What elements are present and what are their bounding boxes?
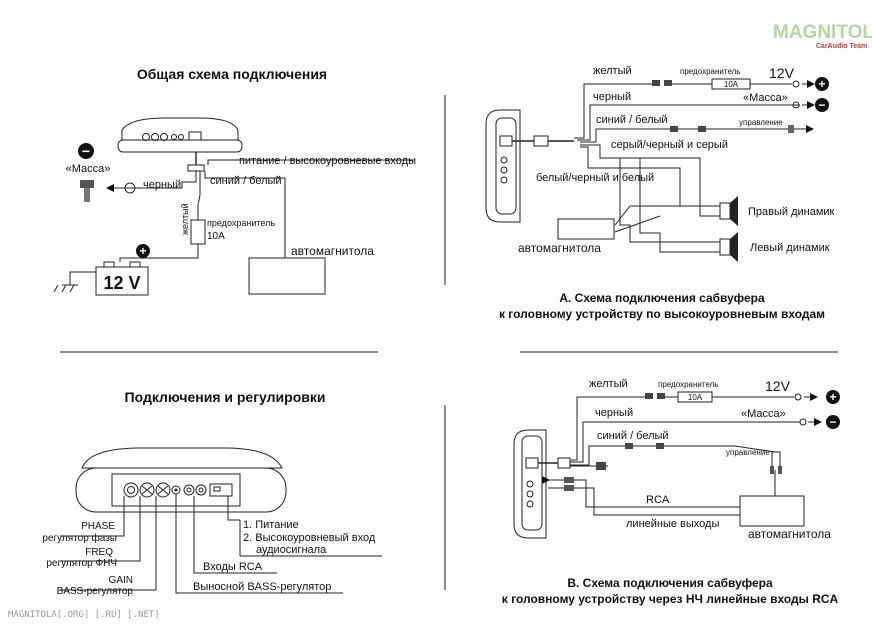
head-unit-b bbox=[739, 495, 805, 527]
ctrl-power-3: аудиосигнала bbox=[256, 544, 327, 556]
speaker-right-icon bbox=[719, 196, 738, 226]
a-white: белый/черный и белый bbox=[536, 172, 654, 184]
ring-terminal-icon bbox=[124, 182, 136, 194]
ctrl-gain-ru: BASS-регулятор bbox=[57, 586, 134, 597]
b-fuse: предохранитель bbox=[658, 380, 718, 389]
amp-scheme-a bbox=[485, 109, 521, 223]
a-black: черный bbox=[593, 91, 631, 103]
svg-text:+: + bbox=[818, 77, 825, 91]
svg-text:−: − bbox=[82, 143, 90, 159]
connector bbox=[187, 164, 205, 172]
a-control: управление bbox=[739, 118, 783, 127]
a-ground: «Масса» bbox=[743, 92, 788, 104]
b-minus-icon bbox=[826, 415, 840, 429]
b-rca: RCA bbox=[646, 494, 670, 506]
b-yellow: желтый bbox=[589, 378, 628, 390]
ctrl-phase-ru: регулятор фазы bbox=[42, 532, 117, 544]
general-yellow: желтый bbox=[180, 203, 190, 235]
a-plus-icon bbox=[815, 77, 829, 91]
ctrl-gain: GAIN bbox=[109, 575, 133, 586]
ctrl-remote-bass: Выносной BASS-регулятор bbox=[193, 581, 331, 593]
svg-text:+: + bbox=[829, 390, 836, 404]
svg-text:−: − bbox=[829, 415, 836, 429]
a-minus-icon bbox=[815, 98, 829, 112]
ctrl-rca-inputs: Входы RCA bbox=[203, 561, 263, 573]
general-head-unit: автомагнитола bbox=[291, 244, 374, 258]
fuse-general bbox=[190, 219, 206, 245]
general-blue-white: синий / белый bbox=[210, 175, 282, 187]
ctrl-power-1: 1. Питание bbox=[243, 519, 299, 531]
watermark: MAGNITOLA[.ORG] [.RU] [.NET] bbox=[8, 610, 160, 620]
a-12v: 12V bbox=[769, 65, 795, 81]
ctrl-freq: FREQ bbox=[85, 547, 113, 558]
b-ground: «Масса» bbox=[741, 408, 786, 420]
chassis-ground-icon bbox=[53, 284, 78, 293]
b-12v: 12V bbox=[765, 378, 791, 394]
b-line-out: линейные выходы bbox=[626, 518, 719, 530]
a-caption-2: к головному устройству по высокоуровневы… bbox=[499, 307, 825, 321]
a-fuse-value: 10А bbox=[724, 80, 739, 89]
a-yellow: желтый bbox=[593, 65, 632, 77]
svg-text:−: − bbox=[818, 98, 825, 112]
general-ground-label: «Масса» bbox=[66, 163, 111, 175]
bolt-icon bbox=[80, 180, 94, 202]
a-right-speaker: Правый динамик bbox=[748, 206, 835, 218]
brand-sub: CarAudio Team bbox=[816, 43, 867, 50]
battery-label: 12 V bbox=[103, 273, 140, 293]
amp-top-left bbox=[117, 117, 243, 153]
speaker-left-icon bbox=[719, 232, 738, 262]
svg-text:+: + bbox=[139, 244, 146, 258]
battery bbox=[95, 266, 149, 296]
a-fuse: предохранитель bbox=[680, 67, 740, 76]
general-fuse-value: 10А bbox=[207, 231, 225, 242]
brand-logo: MAGNITOLA bbox=[773, 22, 872, 43]
b-black: черный bbox=[595, 407, 633, 419]
b-control: управление bbox=[726, 448, 770, 457]
ctrl-freq-ru: регулятор ФНЧ bbox=[46, 558, 117, 569]
general-fuse: предохранитель bbox=[207, 218, 275, 228]
a-caption-1: А. Схема подключения сабвуфера bbox=[559, 291, 765, 305]
ctrl-power-2: 2. Высокоуровневый вход bbox=[243, 532, 376, 544]
a-blue-white: синий / белый bbox=[596, 114, 668, 126]
a-grey: серый/черный и серый bbox=[611, 139, 728, 151]
general-title: Общая схема подключения bbox=[137, 66, 327, 82]
ctrl-phase: PHASE bbox=[81, 521, 115, 532]
general-power-inputs: питание / высокоуровневые входы bbox=[239, 155, 416, 167]
b-caption-2: к головному устройству через НЧ линейные… bbox=[502, 592, 839, 606]
amp-scheme-b bbox=[513, 429, 547, 539]
b-plus-icon bbox=[826, 390, 840, 404]
plus-circle-icon bbox=[136, 244, 150, 258]
b-fuse-value: 10А bbox=[688, 393, 703, 402]
b-blue-white: синий / белый bbox=[597, 430, 669, 442]
a-head-unit: автомагнитола bbox=[518, 241, 601, 255]
amp-panel-closeup bbox=[75, 447, 287, 513]
head-unit-a bbox=[557, 218, 615, 240]
minus-circle-icon bbox=[78, 143, 94, 159]
b-head-unit: автомагнитола bbox=[748, 527, 831, 541]
b-caption-1: В. Схема подключения сабвуфера bbox=[567, 576, 773, 590]
general-black: черный bbox=[143, 179, 181, 191]
head-unit-general bbox=[248, 257, 326, 295]
a-left-speaker: Левый динамик bbox=[750, 242, 830, 254]
controls-title: Подключения и регулировки bbox=[125, 389, 326, 405]
